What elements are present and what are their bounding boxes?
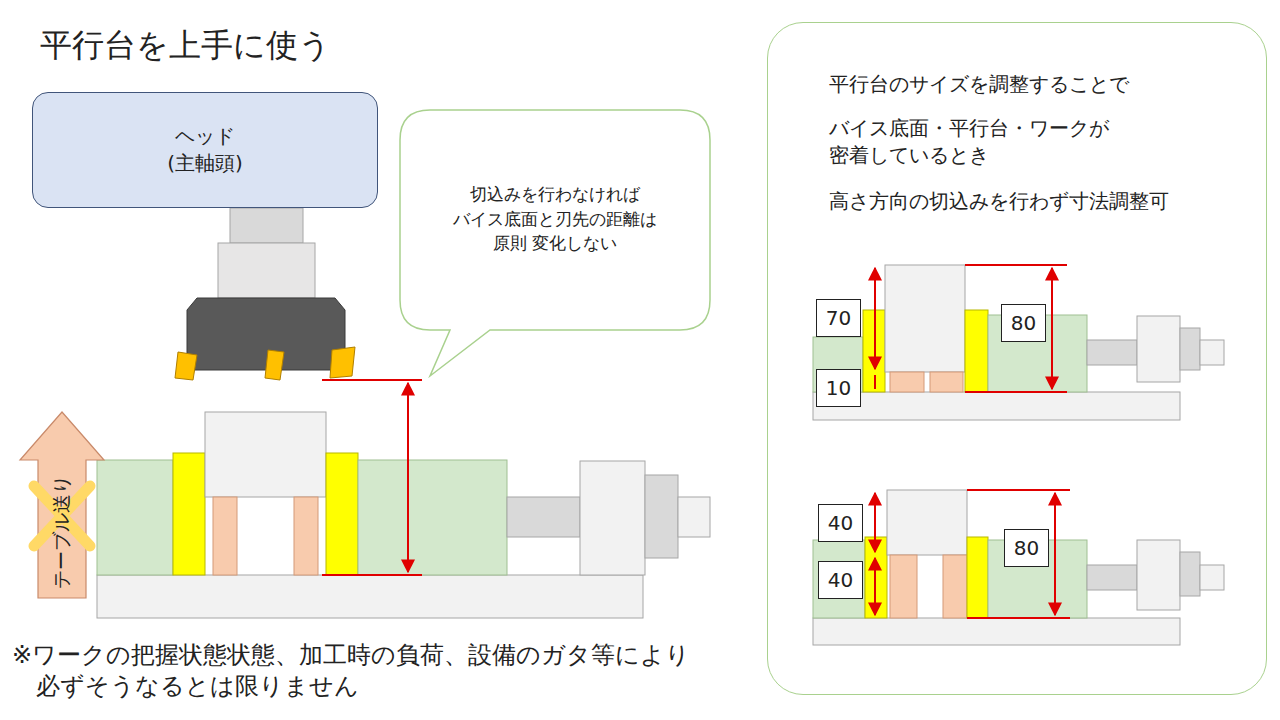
vise-screw (1087, 340, 1137, 365)
screw-block (1137, 540, 1180, 610)
callout-number-text: 80 (1011, 311, 1036, 335)
head-label: ヘッド (主軸頭) (155, 123, 255, 177)
workpiece (885, 265, 965, 372)
dimension-line (965, 264, 1067, 266)
dimension-line (874, 375, 876, 389)
jaw-plate (965, 310, 988, 392)
callout-number: 80 (1001, 304, 1046, 342)
dimension-line (322, 574, 422, 576)
bubble-body: 切込みを行わなければ バイス底面と刃先の距離は 原則 変化しない (398, 108, 712, 330)
parallel-block (890, 372, 924, 392)
screw-nut (1180, 328, 1200, 370)
dimension-line (967, 489, 1070, 491)
callout-number-text: 40 (828, 511, 853, 535)
workpiece (887, 490, 967, 555)
dimension-line (322, 379, 422, 381)
parallel-block (294, 497, 318, 575)
dimension-arrow (1054, 493, 1056, 615)
vise-base (97, 575, 643, 618)
arrow-label: テーブル送り (49, 475, 75, 589)
jaw-plate (326, 453, 358, 575)
parallel-block (213, 497, 237, 575)
parallel-block (890, 555, 917, 618)
dimension-line (967, 617, 1070, 619)
parallel-block (943, 555, 967, 618)
panel-text: バイス底面・平行台・ワークが 密着しているとき (829, 115, 1159, 169)
callout-number-text: 80 (1014, 536, 1039, 560)
title: 平行台を上手に使う (40, 24, 331, 68)
callout-number: 40 (818, 504, 863, 542)
vise-base (813, 392, 1180, 420)
fixed-jaw (97, 460, 173, 575)
arrow-shape (20, 412, 104, 598)
screw-end (1200, 565, 1224, 590)
dimension-arrow (1051, 268, 1053, 389)
face-mill (187, 298, 345, 370)
vise-screw (1087, 565, 1137, 590)
dimension-arrow (874, 493, 876, 552)
info-panel: 平行台のサイズを調整することでバイス底面・平行台・ワークが 密着しているとき高さ… (767, 22, 1267, 695)
insert (330, 347, 355, 378)
bubble-shape (400, 110, 710, 376)
dimension-arrow (874, 558, 876, 615)
head-box: ヘッド (主軸頭) (32, 92, 378, 208)
dimension-arrow (874, 268, 876, 369)
screw-block (1137, 316, 1180, 382)
vise-base (813, 618, 1180, 645)
screw-end (1200, 340, 1224, 365)
screw-block (580, 461, 645, 575)
workpiece (205, 412, 326, 497)
fixed-jaw (813, 540, 865, 618)
arbor (218, 243, 315, 298)
jaw-plate (967, 537, 988, 618)
screw-nut (645, 475, 678, 558)
callout-text: 切込みを行わなければ バイス底面と刃先の距離は 原則 変化しない (445, 182, 665, 256)
spindle (230, 208, 303, 243)
callout-number: 80 (1004, 529, 1049, 567)
parallel-block (930, 372, 963, 392)
screw-end (678, 497, 710, 537)
callout-number: 70 (816, 299, 861, 337)
panel-text: 平行台のサイズを調整することで (829, 71, 1249, 98)
vise-screw (507, 497, 580, 537)
screw-nut (1180, 552, 1200, 596)
panel-text: 高さ方向の切込みを行わず寸法調整可 (829, 188, 1249, 215)
callout-number-text: 40 (828, 568, 853, 592)
insert (265, 350, 284, 380)
dimension-line (965, 391, 1067, 393)
callout-number: 10 (816, 369, 861, 407)
dimension-arrow (407, 383, 409, 572)
insert (175, 352, 197, 380)
callout-number-text: 70 (826, 306, 851, 330)
caption-note: ※ワークの把握状態状態、加工時の負荷、設備のガタ等により 必ずそうなるとは限りま… (12, 640, 767, 702)
callout-number: 40 (818, 561, 863, 599)
movable-jaw (358, 460, 507, 575)
callout-number-text: 10 (826, 376, 851, 400)
speech-bubble: 切込みを行わなければ バイス底面と刃先の距離は 原則 変化しない (398, 108, 712, 380)
jaw-plate (173, 453, 205, 575)
table-feed-arrow: テーブル送り (18, 410, 106, 600)
